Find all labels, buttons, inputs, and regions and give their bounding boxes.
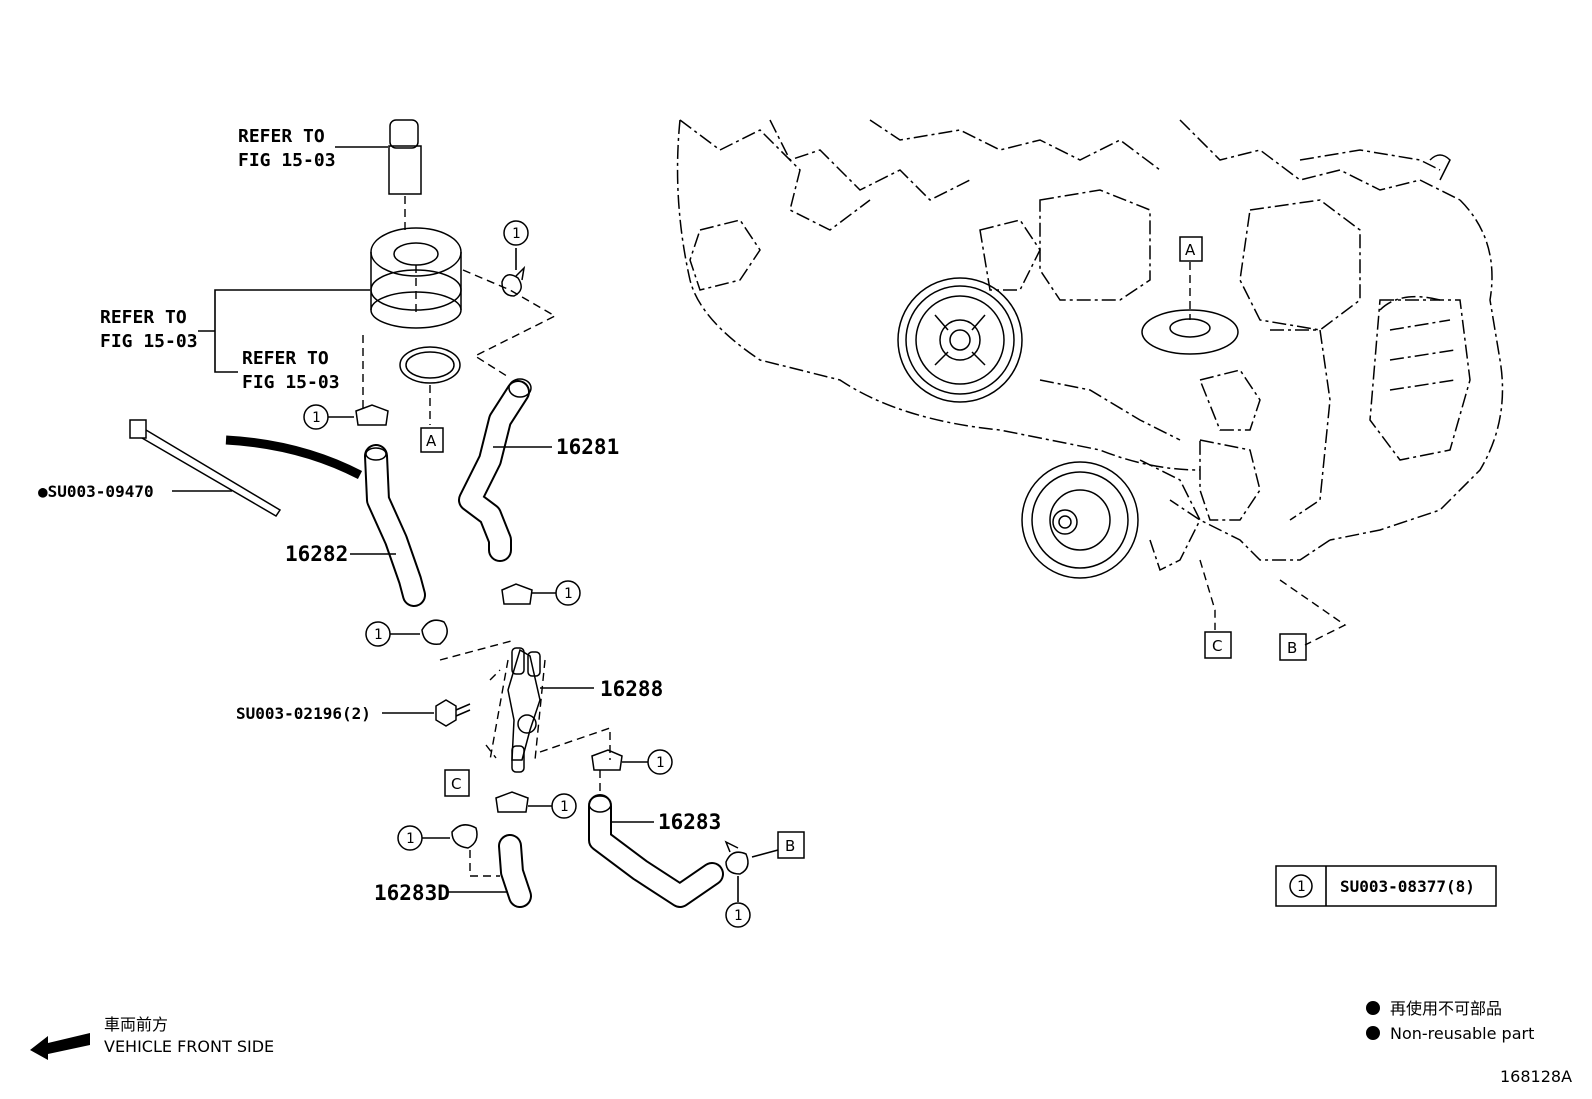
nonreusable-en: Non-reusable part [1390,1024,1534,1043]
part-16283D: 16283D [374,881,450,905]
clamp-num: 1 [656,755,664,771]
legend-symbol: 1 [1297,879,1305,895]
engine-illustration: A C B [676,119,1504,661]
clamp-legend-table: 1 SU003-08377(8) [1275,865,1497,907]
part-16281: 16281 [556,435,619,459]
marker-c: C [451,775,461,793]
clamp-left-upper: 1 [303,404,389,430]
bolt [435,699,471,727]
part-su003-09470: ●SU003-09470 [38,482,154,501]
figure-id: 168128A [1500,1067,1572,1086]
part-16283: 16283 [658,810,721,834]
part-su003-02196: SU003-02196(2) [236,704,371,723]
part-16288: 16288 [600,677,663,701]
reservoir-cap [370,227,462,329]
clamp-num: 1 [560,799,568,815]
hose-16281 [458,378,532,562]
nonreusable-legend: 再使用不可部品 Non-reusable part [1366,999,1534,1043]
oring: A [399,346,461,453]
refer-label-3b: FIG 15-03 [242,372,340,393]
clamp-num: 1 [512,226,520,242]
hose-16282 [364,444,426,607]
nonreusable-jp: 再使用不可部品 [1390,999,1502,1018]
clamp-num: 1 [734,908,742,924]
clamp-num: 1 [312,410,320,426]
clamp-16282-bottom: 1 [365,619,448,647]
hose-16283D [469,834,532,908]
vehicle-front-indicator: 車両前方 VEHICLE FRONT SIDE [30,1015,274,1060]
refer-label-3a: REFER TO [242,348,329,369]
clamp-16283-end: 1 [724,840,751,928]
part-16282: 16282 [285,542,348,566]
engine-marker-c: C [1212,637,1222,655]
clamp-num: 1 [564,586,572,602]
clamp-16283D-top: 1 [397,824,478,851]
engine-marker-a: A [1185,241,1196,259]
hose-16283 [588,770,724,908]
clamp-num: 1 [374,627,382,643]
marker-b: B [785,837,795,855]
clamp-joint-lower: 1 [495,791,577,819]
clamp-16281-bottom: 1 [501,580,581,606]
cable-tie [129,419,363,518]
clamp-num: 1 [406,831,414,847]
refer-label-1a: REFER TO [238,126,325,147]
refer-label-2a: REFER TO [100,307,187,328]
refer-label-2b: FIG 15-03 [100,331,198,352]
direction-jp: 車両前方 [104,1015,168,1034]
clamp-top-right: 1 [501,220,529,297]
marker-a: A [426,432,437,450]
legend-part: SU003-08377(8) [1340,877,1475,896]
engine-marker-b: B [1287,639,1297,657]
direction-en: VEHICLE FRONT SIDE [104,1037,274,1056]
refer-label-1b: FIG 15-03 [238,150,336,171]
joint-16288 [485,647,611,773]
filler-neck [388,119,422,232]
clamp-16283-top: 1 [591,749,673,775]
